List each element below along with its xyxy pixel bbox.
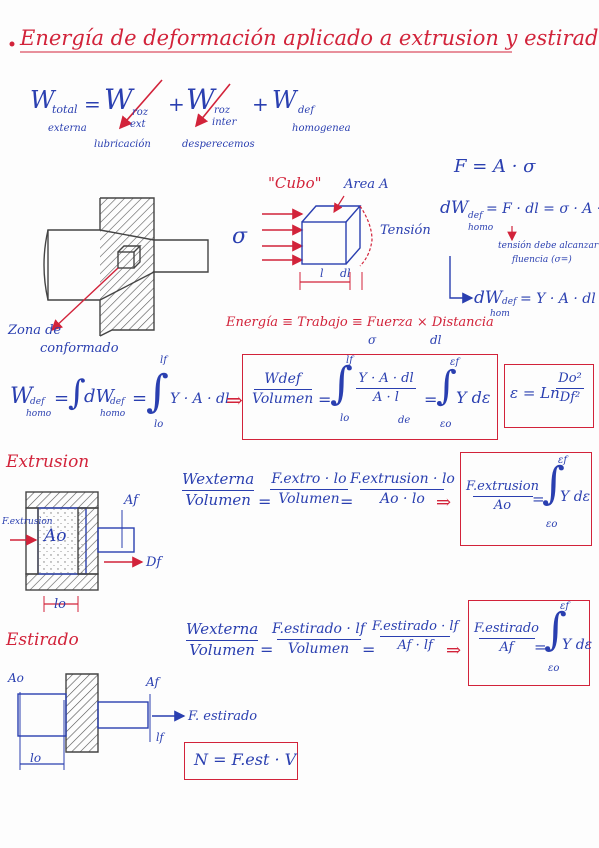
wdef-box-lim-top: lf [346, 355, 353, 366]
estirado-eq-2: = [362, 640, 376, 659]
estirado-diagram [17, 673, 149, 753]
dw-arrow [449, 256, 474, 304]
sigma-label: σ [232, 224, 248, 249]
extrusion-box-int-top: εf [558, 455, 568, 466]
estirado-box-eq: = [534, 638, 547, 656]
note-tension: tensión debe alcanzar [498, 241, 599, 251]
energia-sigma: σ [368, 333, 377, 347]
cube-label: "Cubo" [268, 174, 322, 192]
extrusion-box [460, 452, 592, 546]
area-label: Area A [344, 177, 389, 192]
estirado-box-int-top: εf [560, 601, 570, 612]
area-arrow [333, 195, 345, 214]
estirado-arrow: ⇒ [446, 640, 462, 661]
wdef-box-eq: = [318, 390, 332, 409]
extrusion-frac-2: F.extro · lo Volumen [270, 471, 348, 507]
page-title: Energía de deformación aplicado a extrus… [20, 26, 599, 50]
die-sketch-1 [43, 197, 209, 337]
wdef-box-lim-bot: lo [340, 413, 350, 424]
wdef-box-inner-frac: Y · A · dl A · l [356, 372, 416, 404]
extrusion-f-label: F.extrusion [2, 517, 53, 527]
estirado-box-int-bot: εo [548, 663, 560, 674]
estirado-eq-1: = [260, 640, 274, 659]
extrusion-box-integrand: Y dε [560, 489, 591, 505]
extrusion-af: Af [124, 493, 138, 508]
strain-frac: Do² Df² [556, 372, 584, 404]
extrusion-arrow: ⇒ [436, 492, 452, 513]
wdef-box-integral-2: ∫ [436, 363, 457, 409]
estirado-frac-2: F.estirado · lf Volumen [272, 621, 365, 657]
extrusion-box-integral: ∫ [542, 458, 565, 509]
strike-arrow-2 [194, 83, 231, 128]
wdef-box-integral: ∫ [330, 358, 353, 409]
extrusion-box-eq: = [532, 490, 545, 508]
extrusion-title: Extrusion [6, 452, 90, 472]
cube-dl-label: dl [340, 267, 351, 280]
energia-dl: dl [430, 333, 442, 347]
velocity-eq: N = F.est · V [194, 750, 297, 769]
force-eq: F = A · σ [454, 156, 536, 177]
extrusion-frac-1: Wexterna Volumen [182, 470, 255, 509]
extrusion-df: Df [146, 555, 162, 570]
sigma-arrows [262, 208, 304, 266]
extrusion-eq-1: = [258, 492, 272, 511]
energia-line: Energía ≡ Trabajo ≡ Fuerza × Distancia [226, 315, 494, 330]
wdef-box [242, 354, 498, 440]
wdef-box-eq2: = [424, 390, 438, 409]
estirado-box-integrand: Y dε [562, 637, 593, 653]
wdef-box-int-top: εf [450, 357, 460, 368]
estirado-box [468, 600, 590, 686]
wdef-box-frac-sub: de [398, 415, 411, 426]
estirado-f-label: F. estirado [188, 709, 258, 724]
extrusion-ao: Ao [44, 526, 67, 546]
extrusion-box-int-bot: εo [546, 519, 558, 530]
strain-box [504, 364, 594, 428]
zona-arrow [50, 267, 119, 331]
wdef-box-frac: Wdef Volumen [252, 371, 314, 407]
extrusion-eq-2: = [340, 492, 354, 511]
estirado-box-integral: ∫ [544, 604, 567, 655]
extrusion-frac-3: F.extrusion · lo Ao · lo [350, 471, 455, 507]
cube-drawing [301, 205, 362, 265]
estirado-lo: lo [30, 751, 42, 765]
wdef-box-integrand: Y dε [456, 388, 491, 407]
estirado-box-frac: F.estirado Af [474, 621, 539, 655]
estirado-frac-3: F.estirado · lf Af · lf [372, 619, 459, 653]
estirado-ao: Ao [8, 671, 24, 685]
title-bullet [9, 41, 15, 47]
velocity-box [184, 742, 298, 780]
estirado-title: Estirado [6, 630, 79, 650]
zona-label-2: conformado [40, 341, 119, 356]
estirado-lf: lf [156, 731, 164, 744]
extrusion-box-frac: F.extrusion Ao [466, 479, 539, 513]
extrusion-diagram [25, 491, 135, 591]
tension-label: Tensión [380, 223, 431, 238]
strike-arrow-1 [118, 79, 163, 130]
wdef-box-int-bot: εo [440, 419, 452, 430]
cube-stretch [359, 205, 373, 267]
strain-label: ε = Ln [510, 384, 560, 402]
cube-l-label: l [320, 267, 324, 280]
extrusion-lo: lo [54, 597, 66, 612]
zona-label-1: Zona de [8, 323, 62, 338]
estirado-af: Af [146, 675, 159, 689]
note-fluencia: fluencia (σ=) [512, 255, 572, 265]
estirado-frac-1: Wexterna Volumen [186, 620, 259, 659]
